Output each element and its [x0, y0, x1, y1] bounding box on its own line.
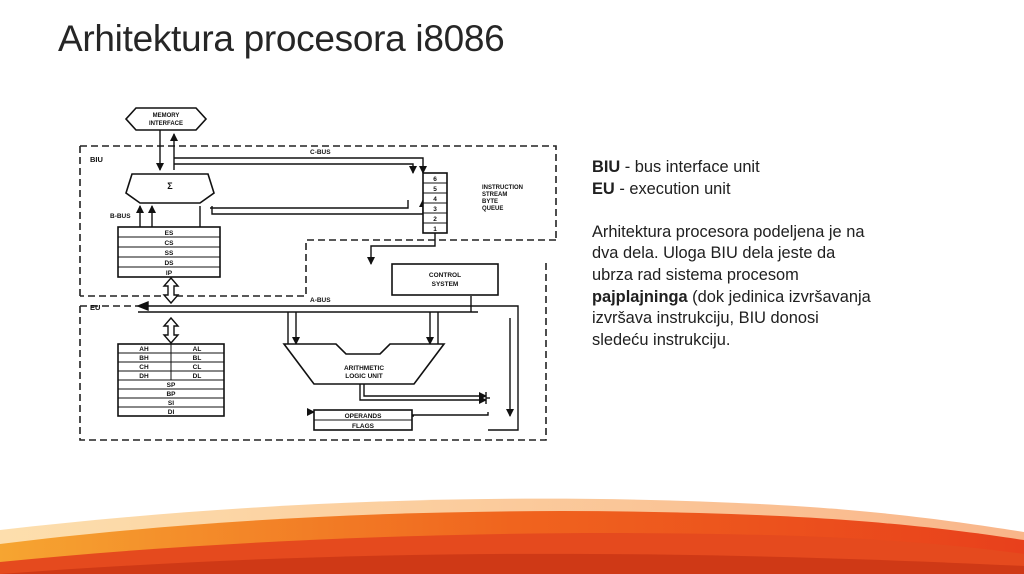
seg-reg-ss: SS [165, 250, 174, 257]
reg-bl: BL [193, 355, 202, 362]
queue-cell-6: 6 [433, 176, 437, 183]
queue-label-2: STREAM [482, 192, 507, 198]
seg-reg-ds: DS [164, 260, 174, 267]
control-system-label-2: SYSTEM [432, 281, 459, 288]
para-line-3: ubrza rad sistema procesom [592, 265, 799, 284]
memory-bus-lines [156, 130, 178, 171]
para-line-6: sledeću instrukciju. [592, 330, 731, 349]
adder-sigma: Σ [167, 181, 173, 191]
reg-ah: AH [139, 346, 149, 353]
para-line-4: pajplajninga (dok jedinica izvršavanja [592, 287, 932, 309]
decorative-footer-swoosh [0, 498, 1024, 574]
biu-boundary [79, 145, 557, 297]
biu-label: BIU [90, 155, 103, 164]
a-bus-label: A-BUS [310, 297, 331, 304]
reg-bp: BP [166, 391, 176, 398]
address-adder [125, 173, 215, 204]
para-line-4-rest: (dok jedinica izvršavanja [687, 287, 871, 306]
internal-bus-arrows [162, 276, 180, 345]
queue-label-3: BYTE [482, 199, 498, 205]
memory-interface-box [124, 107, 208, 131]
flags-feedback-line [412, 318, 519, 431]
control-system-label-1: CONTROL [429, 272, 461, 279]
control-system-box [391, 263, 499, 296]
c-bus [174, 157, 427, 174]
seg-reg-es: ES [165, 230, 174, 237]
notes-spacer [592, 200, 932, 222]
general-registers: AH AL BH BL CH CL DH DL SP BP SI DI [117, 343, 225, 417]
memory-interface-label-1: MEMORY [153, 113, 180, 119]
memory-interface-label-2: INTERFACE [149, 121, 183, 127]
note-eu: EU - execution unit [592, 179, 932, 201]
para-line-2: dva dela. Uloga BIU dela jeste da [592, 244, 836, 263]
note-biu: BIU - bus interface unit [592, 157, 932, 179]
reg-sp: SP [167, 382, 176, 389]
queue-label-4: QUEUE [482, 206, 503, 212]
slide-title: Arhitektura procesora i8086 [58, 18, 505, 59]
seg-reg-ip: IP [166, 270, 173, 277]
biu-abbr: BIU [592, 158, 621, 176]
queue-cell-2: 2 [433, 216, 437, 223]
biu-def: - bus interface unit [620, 158, 760, 176]
alu-label-2: LOGIC UNIT [345, 373, 383, 380]
b-bus-label: B-BUS [110, 213, 131, 220]
queue-label-1: INSTRUCTION [482, 185, 523, 191]
reg-di: DI [168, 409, 175, 416]
flags-label: FLAGS [352, 423, 375, 430]
c-bus-label: C-BUS [310, 149, 331, 156]
queue-cell-5: 5 [433, 186, 437, 193]
operands-flags: OPERANDS FLAGS [313, 409, 413, 431]
notes-text: BIU - bus interface unit EU - execution … [592, 157, 932, 351]
eu-def: - execution unit [614, 179, 731, 198]
eu-boundary [79, 260, 547, 441]
reg-cl: CL [193, 364, 202, 371]
queue-to-control [367, 233, 436, 265]
b-bus [136, 199, 427, 227]
reg-al: AL [193, 346, 202, 353]
reg-bh: BH [139, 355, 149, 362]
a-bus [136, 296, 519, 345]
operands-label: OPERANDS [345, 413, 383, 420]
alu-label-1: ARITHMETIC [344, 365, 384, 372]
para-bold-term: pajplajninga [592, 287, 688, 306]
alu-block [282, 343, 446, 385]
instruction-queue: 6 5 4 3 2 1 [422, 172, 448, 234]
seg-reg-cs: CS [164, 240, 174, 247]
reg-dl: DL [193, 373, 202, 380]
queue-cell-1: 1 [433, 226, 437, 233]
segment-registers: ES CS SS DS IP [117, 226, 221, 278]
queue-cell-3: 3 [433, 206, 437, 213]
cpu-block-diagram: BIU EU MEMORY INTERFACE C-BUS Σ B-BUS [79, 107, 557, 441]
para-line-5: izvršava instrukciju, BIU donosi [592, 309, 819, 328]
reg-si: SI [168, 400, 174, 407]
queue-cell-4: 4 [433, 196, 437, 203]
reg-ch: CH [139, 364, 149, 371]
para-line-1: Arhitektura procesora podeljena je na [592, 222, 865, 241]
eu-label: EU [90, 303, 100, 312]
reg-dh: DH [139, 373, 149, 380]
eu-abbr: EU [592, 179, 615, 198]
